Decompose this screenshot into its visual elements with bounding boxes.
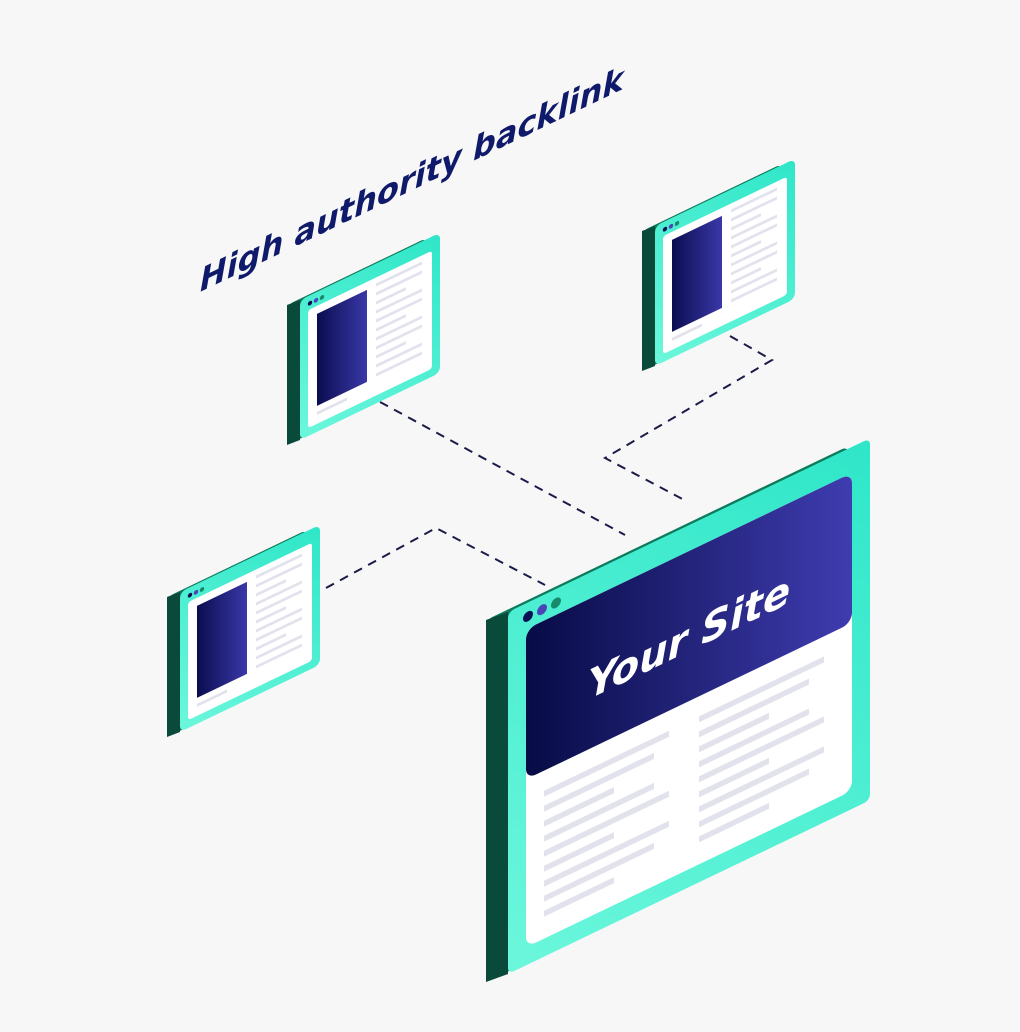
backlink-site-top-right xyxy=(642,161,795,371)
text-placeholder-line xyxy=(376,351,422,377)
text-placeholder-line xyxy=(699,746,824,813)
your-site-window: Your Site xyxy=(486,440,870,982)
image-placeholder xyxy=(197,581,247,698)
text-placeholder-line xyxy=(256,589,302,615)
text-placeholder-line xyxy=(376,270,422,296)
text-placeholder-line xyxy=(731,196,777,222)
window-dot-icon xyxy=(668,223,674,229)
backlink-site-left xyxy=(167,527,320,737)
text-placeholder-line xyxy=(544,782,654,842)
text-placeholder-line xyxy=(699,678,809,738)
window-dot-icon xyxy=(307,300,313,306)
text-placeholder-line xyxy=(699,716,824,783)
text-placeholder-line xyxy=(256,643,302,669)
window-dot-icon xyxy=(662,226,668,232)
text-placeholder-line xyxy=(731,267,761,285)
text-placeholder-line xyxy=(544,820,669,887)
text-placeholder-line xyxy=(376,314,406,332)
text-placeholder-line xyxy=(544,842,654,902)
text-placeholder-line xyxy=(376,261,422,287)
text-placeholder-line xyxy=(544,790,669,857)
text-placeholder-line xyxy=(376,287,406,305)
text-placeholder-line xyxy=(256,606,286,624)
text-placeholder-line xyxy=(731,277,777,303)
text-placeholder-line xyxy=(544,877,614,917)
window-dot-icon xyxy=(674,220,680,226)
window-dot-icon xyxy=(313,297,319,303)
connector-top-right xyxy=(602,335,774,503)
window-dot-icon xyxy=(537,604,547,616)
text-placeholder-line xyxy=(256,634,302,660)
text-placeholder-line xyxy=(699,768,809,828)
text-placeholder-line xyxy=(699,712,769,753)
text-placeholder-line xyxy=(731,240,761,258)
window-dot-icon xyxy=(523,610,533,622)
text-placeholder-line xyxy=(256,553,302,579)
text-placeholder-line xyxy=(376,315,422,341)
image-placeholder xyxy=(317,289,367,406)
text-placeholder-line xyxy=(672,323,702,341)
window-dot-icon xyxy=(199,586,205,592)
text-placeholder-line xyxy=(376,342,422,368)
text-placeholder-line xyxy=(256,607,302,633)
window-edge xyxy=(642,226,655,371)
image-placeholder xyxy=(672,215,722,332)
text-placeholder-line xyxy=(731,241,777,267)
text-placeholder-line xyxy=(731,213,761,231)
site-header-banner xyxy=(526,476,852,776)
window-edge xyxy=(486,612,508,982)
window-edge xyxy=(167,592,180,737)
text-placeholder-line xyxy=(376,288,422,314)
text-placeholder-line xyxy=(731,250,777,276)
text-placeholder-line xyxy=(544,832,614,872)
text-placeholder-line xyxy=(731,187,777,213)
text-placeholder-line xyxy=(256,579,286,597)
text-placeholder-line xyxy=(699,757,769,798)
text-placeholder-line xyxy=(544,752,654,812)
window-front: Your Site xyxy=(508,440,870,972)
text-placeholder-line xyxy=(699,656,824,723)
window-dot-icon xyxy=(193,589,199,595)
text-placeholder-line xyxy=(699,708,809,768)
text-placeholder-line xyxy=(256,580,302,606)
window-dot-icon xyxy=(187,592,193,598)
window-edge xyxy=(287,300,300,445)
text-placeholder-line xyxy=(376,341,406,359)
text-placeholder-line xyxy=(376,324,422,350)
connector-lines xyxy=(325,335,774,589)
text-placeholder-line xyxy=(731,223,777,249)
text-placeholder-line xyxy=(317,397,347,415)
backlink-site-top-center xyxy=(287,235,440,445)
text-placeholder-line xyxy=(544,787,614,827)
text-placeholder-line xyxy=(256,562,302,588)
window-front xyxy=(180,527,320,730)
window-dot-icon xyxy=(551,597,561,609)
text-placeholder-line xyxy=(731,268,777,294)
text-placeholder-line xyxy=(376,297,422,323)
text-placeholder-line xyxy=(699,802,769,843)
text-placeholder-line xyxy=(731,214,777,240)
text-placeholder-line xyxy=(256,616,302,642)
window-dot-icon xyxy=(319,294,325,300)
window-front xyxy=(300,235,440,438)
window-front xyxy=(655,161,795,364)
connector-left xyxy=(325,526,546,589)
text-placeholder-line xyxy=(256,633,286,651)
connector-top-center xyxy=(379,401,626,536)
text-placeholder-line xyxy=(197,689,227,707)
text-placeholder-line xyxy=(544,730,669,797)
